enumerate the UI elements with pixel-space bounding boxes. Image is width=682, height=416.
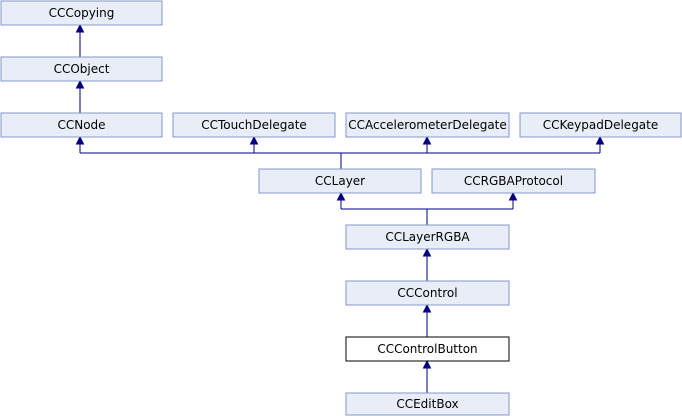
node-cctouchdelegate[interactable]: CCTouchDelegate: [172, 112, 336, 138]
node-label: CCLayer: [315, 174, 365, 188]
edges: [75, 23, 605, 393]
node-label: CCKeypadDelegate: [543, 118, 659, 132]
node-ccrgbaprotocol[interactable]: CCRGBAProtocol: [431, 168, 596, 194]
node-ccopying[interactable]: CCCopying: [0, 0, 163, 26]
node-label: CCObject: [54, 62, 110, 76]
node-cccontrol[interactable]: CCControl: [345, 280, 510, 306]
node-cclayerrgba[interactable]: CCLayerRGBA: [345, 224, 510, 250]
node-label: CCRGBAProtocol: [464, 174, 563, 188]
node-label: CCNode: [57, 118, 105, 132]
node-label: CCEditBox: [396, 397, 458, 411]
node-cccontrolbutton: CCControlButton: [345, 336, 510, 362]
node-label: CCCopying: [49, 6, 115, 20]
node-ccaccelerometerdelegate[interactable]: CCAccelerometerDelegate: [345, 112, 510, 138]
edge-cclayer-bases: [75, 135, 605, 169]
edge-ccnode-ccobject: [75, 79, 85, 113]
node-ccnode[interactable]: CCNode: [0, 112, 163, 138]
edge-cccontrolbutton-cccontrol: [422, 303, 432, 337]
node-label: CCAccelerometerDelegate: [348, 118, 507, 132]
node-cclayer[interactable]: CCLayer: [258, 168, 422, 194]
node-cckeypaddelegate[interactable]: CCKeypadDelegate: [519, 112, 682, 138]
node-label: CCTouchDelegate: [201, 118, 307, 132]
edge-cccontrol-cclayerrgba: [422, 247, 432, 281]
edge-cceditbox-cccontrolbutton: [422, 359, 432, 393]
node-label: CCControlButton: [377, 342, 477, 356]
node-ccobject[interactable]: CCObject: [0, 56, 163, 82]
node-label: CCLayerRGBA: [385, 230, 470, 244]
edge-cclayerrgba-bases: [336, 191, 518, 225]
node-cceditbox[interactable]: CCEditBox: [345, 392, 510, 416]
node-label: CCControl: [397, 286, 457, 300]
edge-ccobject-ccopying: [75, 23, 85, 57]
